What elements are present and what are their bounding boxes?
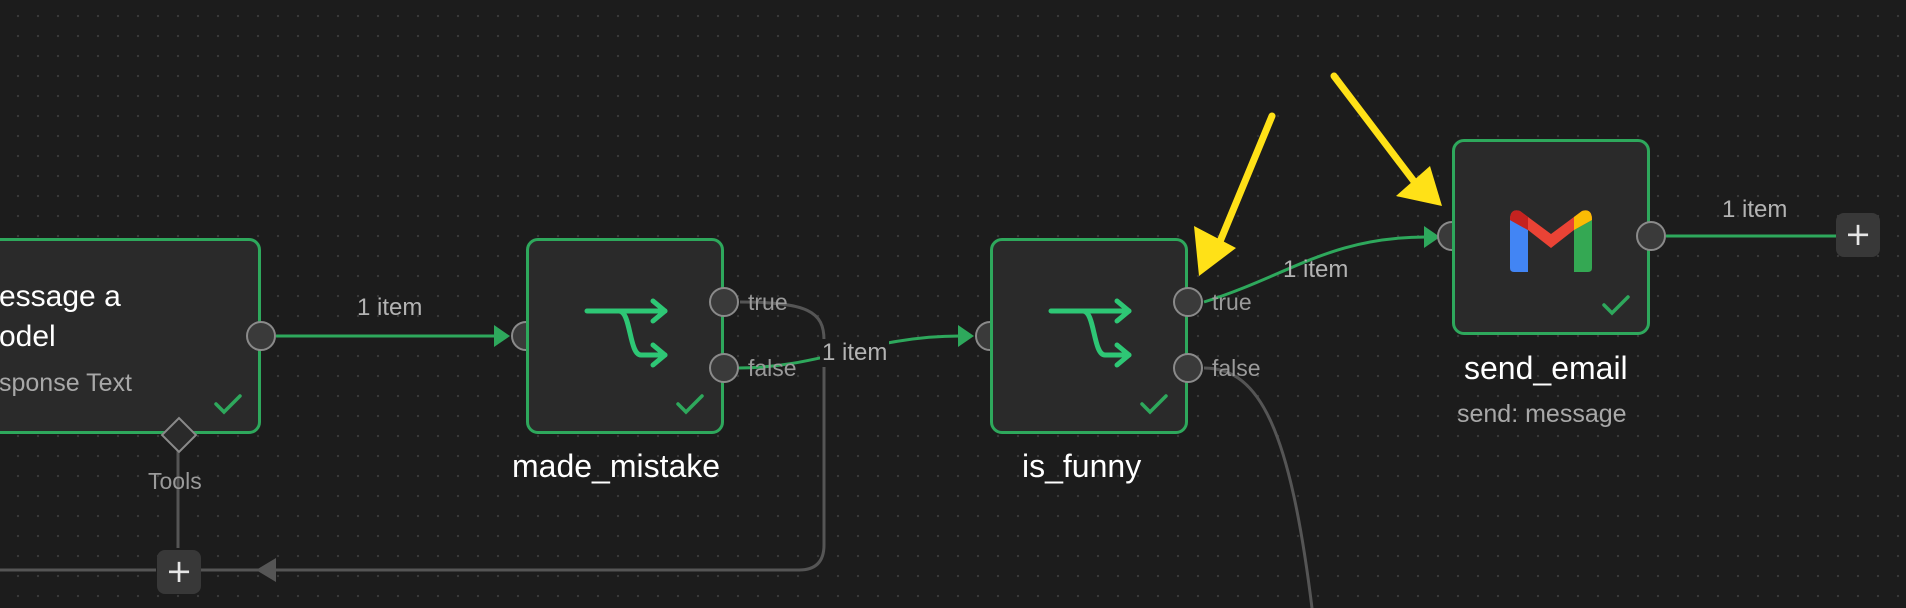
connection-arrowhead	[1424, 226, 1440, 248]
made-mistake-false-port[interactable]	[709, 353, 739, 383]
annotation-arrow-send-email-input	[1330, 72, 1442, 206]
send-email-subtitle: send: message	[1457, 400, 1627, 428]
check-icon	[1140, 394, 1168, 415]
add-node-button[interactable]: +	[1836, 213, 1880, 257]
connection-loop-arrowhead	[256, 558, 276, 582]
if-branch-icon	[1048, 298, 1132, 368]
ai-agent-title-line1: essage a	[0, 280, 121, 313]
made-mistake-node[interactable]	[526, 238, 724, 434]
is-funny-true-label: true	[1212, 289, 1252, 315]
connection-arrowhead	[494, 325, 510, 347]
tools-label: Tools	[148, 468, 202, 494]
made-mistake-true-port[interactable]	[709, 287, 739, 317]
send-email-output-port[interactable]	[1636, 221, 1666, 251]
is-funny-false-port[interactable]	[1173, 353, 1203, 383]
gmail-icon	[1510, 210, 1592, 272]
send-email-title: send_email	[1464, 350, 1628, 386]
ai-agent-node[interactable]: essage a odel sponse Text	[0, 238, 261, 434]
ai-agent-title-line2: odel	[0, 320, 56, 353]
ai-agent-subtitle: sponse Text	[0, 369, 132, 397]
is-funny-true-port[interactable]	[1173, 287, 1203, 317]
connection-is-funny-true-to-send-email[interactable]	[1203, 235, 1427, 304]
check-icon	[214, 394, 242, 415]
add-tool-button[interactable]: +	[157, 550, 201, 594]
check-icon	[676, 394, 704, 415]
ai-agent-title: essage a odel	[0, 277, 121, 357]
made-mistake-title: made_mistake	[512, 448, 721, 484]
edge-label-agent-to-made-mistake: 1 item	[357, 294, 423, 321]
if-branch-icon	[584, 298, 668, 368]
edge-label-made-mistake-to-is-funny: 1 item	[820, 339, 890, 367]
connection-arrowhead	[958, 325, 974, 347]
made-mistake-false-label: false	[748, 355, 797, 381]
connection-is-funny-false[interactable]	[1203, 366, 1314, 608]
send-email-node[interactable]	[1452, 139, 1650, 335]
ai-agent-output-port[interactable]	[246, 321, 276, 351]
is-funny-node[interactable]	[990, 238, 1188, 434]
is-funny-title: is_funny	[1022, 448, 1142, 484]
is-funny-false-label: false	[1212, 355, 1261, 381]
check-icon	[1602, 295, 1630, 316]
made-mistake-true-label: true	[748, 289, 788, 315]
edge-label-is-funny-to-send-email: 1 item	[1283, 256, 1349, 283]
annotation-arrow-is-funny-true	[1194, 112, 1276, 276]
edge-label-send-email-output: 1 item	[1722, 196, 1788, 223]
connection-tools-line	[0, 450, 260, 572]
